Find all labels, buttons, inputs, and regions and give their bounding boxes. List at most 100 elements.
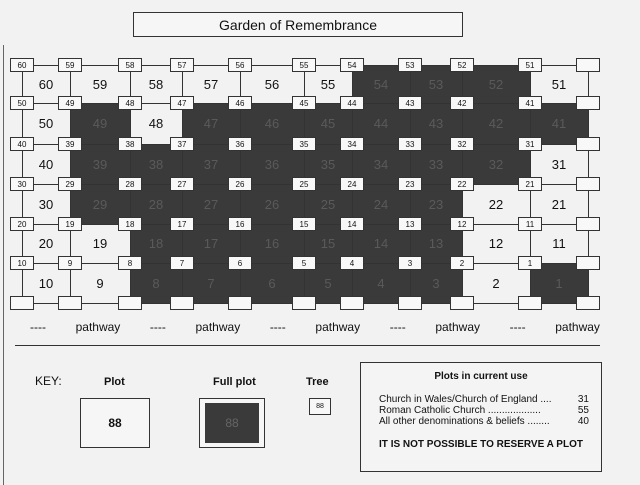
available-plot: 20: [38, 236, 54, 251]
tree-marker: [292, 296, 316, 310]
tree-marker: 24: [340, 177, 364, 191]
tree-marker: 3: [398, 256, 422, 270]
pathway-dash: ----: [509, 320, 526, 334]
available-plot: 57: [203, 76, 219, 92]
tree-marker: 14: [340, 217, 364, 231]
divider-line: [15, 345, 600, 346]
tree-marker: 58: [118, 58, 142, 72]
tree-marker: 16: [228, 217, 252, 231]
key-title: KEY:: [35, 374, 62, 388]
tree-marker: 20: [10, 217, 34, 231]
key-full-plot-label: Full plot: [213, 376, 256, 388]
tree-marker: 52: [450, 58, 474, 72]
usage-count: 40: [577, 416, 589, 427]
tree-marker: 39: [58, 137, 82, 151]
tree-marker: 48: [118, 96, 142, 110]
tree-marker: 43: [398, 96, 422, 110]
available-plot: 9: [96, 275, 104, 291]
key-plot-sample: 88: [80, 398, 150, 448]
tree-marker: 31: [518, 137, 542, 151]
available-plot: 51: [551, 76, 567, 92]
tree-marker: [450, 296, 474, 310]
usage-row: All other denominations & beliefs ......…: [379, 416, 589, 427]
tree-marker: [576, 58, 600, 72]
tree-marker: 36: [228, 137, 252, 151]
tree-marker: 17: [170, 217, 194, 231]
tree-marker: [518, 296, 542, 310]
tree-marker: 9: [58, 256, 82, 270]
tree-marker: 37: [170, 137, 194, 151]
available-plot: 56: [264, 76, 280, 92]
tree-marker: 34: [340, 137, 364, 151]
available-plot: 2: [492, 275, 500, 291]
tree-marker: [398, 296, 422, 310]
tree-marker: 23: [398, 177, 422, 191]
tree-marker: 46: [228, 96, 252, 110]
tree-marker: 1: [518, 256, 542, 270]
tree-marker: [58, 296, 82, 310]
available-plot: 40: [38, 156, 54, 172]
available-plot: 31: [551, 156, 567, 172]
tree-marker: 33: [398, 137, 422, 151]
available-plot: 48: [148, 116, 164, 131]
tree-marker: [10, 296, 34, 310]
tree-marker: 18: [118, 217, 142, 231]
tree-marker: 30: [10, 177, 34, 191]
tree-marker: 53: [398, 58, 422, 72]
pathway-dash: ----: [389, 320, 406, 334]
pathway-dash: ----: [30, 320, 46, 334]
tree-marker: 25: [292, 177, 316, 191]
pathway-dash: ----: [269, 320, 286, 334]
tree-marker: 2: [450, 256, 474, 270]
tree-marker: 21: [518, 177, 542, 191]
tree-marker: 49: [58, 96, 82, 110]
tree-marker: 56: [228, 58, 252, 72]
tree-marker: [576, 177, 600, 191]
usage-count: 55: [577, 405, 589, 416]
tree-marker: 40: [10, 137, 34, 151]
pathway-dash: ----: [149, 320, 166, 334]
tree-marker: 28: [118, 177, 142, 191]
usage-row: Church in Wales/Church of England .... 31: [379, 394, 589, 405]
tree-marker: 54: [340, 58, 364, 72]
reservation-warning: IT IS NOT POSSIBLE TO RESERVE A PLOT: [379, 439, 583, 450]
key-full-plot-sample: 88: [205, 403, 259, 443]
tree-marker: 41: [518, 96, 542, 110]
page-title: Garden of Remembrance: [133, 12, 463, 37]
tree-marker: 44: [340, 96, 364, 110]
tree-marker: 57: [170, 58, 194, 72]
available-plot: 19: [92, 236, 108, 251]
usage-label: All other denominations & beliefs ......…: [379, 416, 550, 427]
tree-marker: 32: [450, 137, 474, 151]
key-plot-label: Plot: [104, 376, 125, 388]
tree-marker: 42: [450, 96, 474, 110]
tree-marker: 13: [398, 217, 422, 231]
tree-marker: 26: [228, 177, 252, 191]
available-plot: 59: [92, 76, 108, 92]
available-plot: 10: [38, 275, 54, 291]
tree-marker: 51: [518, 58, 542, 72]
available-plot: 11: [552, 236, 566, 251]
tree-marker: 38: [118, 137, 142, 151]
tree-marker: [576, 137, 600, 151]
tree-marker: 59: [58, 58, 82, 72]
key-tree-sample: 88: [309, 398, 331, 415]
tree-marker: 8: [118, 256, 142, 270]
tree-marker: 11: [518, 217, 542, 231]
pathway-row: ---- pathway ---- pathway ---- pathway -…: [30, 320, 600, 334]
tree-marker: [170, 296, 194, 310]
tree-marker: [576, 217, 600, 231]
pathway-label: pathway: [195, 320, 241, 334]
available-plot: 21: [551, 196, 567, 212]
tree-marker: 47: [170, 96, 194, 110]
pathway-label: pathway: [75, 320, 121, 334]
usage-label: Church in Wales/Church of England ....: [379, 394, 552, 405]
tree-marker: 60: [10, 58, 34, 72]
tree-marker: [576, 296, 600, 310]
usage-count: 31: [577, 394, 589, 405]
pathway-label: pathway: [555, 320, 600, 334]
tree-marker: [118, 296, 142, 310]
available-plot: 50: [38, 116, 54, 131]
tree-marker: 19: [58, 217, 82, 231]
